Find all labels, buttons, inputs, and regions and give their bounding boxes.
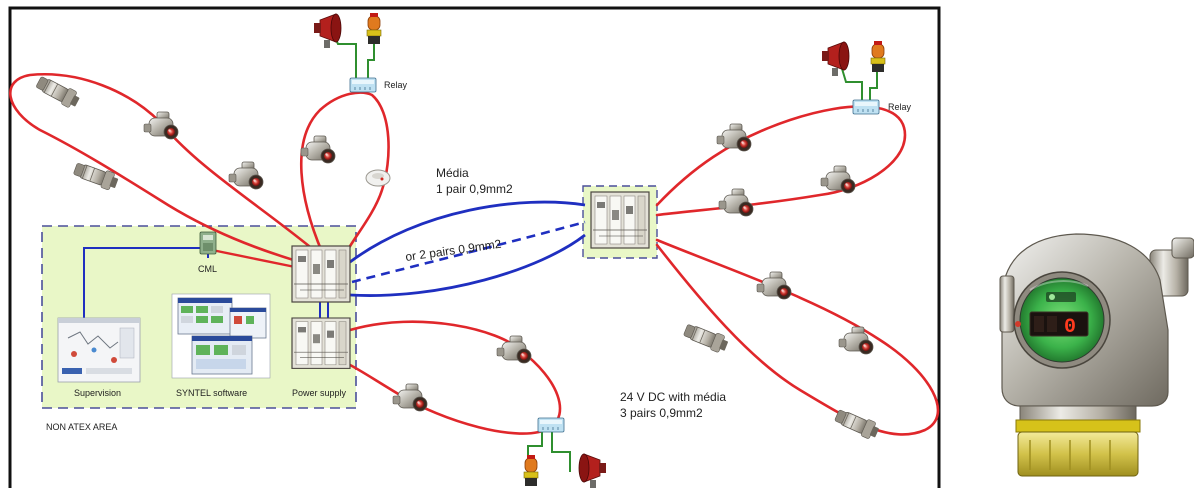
dc-title-label: 24 V DC with média	[620, 390, 726, 404]
cml-module-icon	[199, 231, 217, 255]
loop-right-lower	[655, 238, 940, 436]
cml-label: CML	[198, 264, 217, 274]
power-supply-label: Power supply	[292, 388, 347, 398]
power-supply-cabinet	[291, 317, 351, 369]
main-controller-cabinet	[291, 245, 351, 303]
non-atex-area-label: NON ATEX AREA	[46, 422, 117, 432]
relay-top-box	[349, 77, 377, 93]
beacon-icon	[366, 12, 382, 45]
relay-top-label: Relay	[384, 80, 408, 90]
relay-right-box	[852, 99, 880, 115]
media-links	[349, 200, 586, 297]
dc-pairs-label: 3 pairs 0,9mm2	[620, 406, 703, 420]
loop-top-left	[9, 73, 322, 264]
gas-detector-photo: 0	[999, 233, 1194, 477]
relay-right-label: Relay	[888, 102, 912, 112]
smoke-detector-icon	[365, 169, 391, 187]
media-links-dashed	[351, 220, 586, 284]
remote-controller-cabinet	[590, 191, 650, 249]
media-title-label: Média	[436, 166, 469, 180]
media-pair-label: 1 pair 0,9mm2	[436, 182, 513, 196]
beacon-icon	[870, 40, 886, 73]
cml-red-link	[211, 248, 301, 270]
detector-reading: 0	[1064, 316, 1076, 339]
syntel-software-screens	[171, 293, 271, 379]
loop-top-center	[299, 91, 390, 257]
supervision-label: Supervision	[74, 388, 121, 398]
diagram-frame	[8, 6, 941, 488]
relay-bottom-box	[537, 417, 565, 433]
syntel-label: SYNTEL software	[176, 388, 247, 398]
supervision-screen	[57, 317, 141, 383]
beacon-icon	[523, 454, 539, 487]
